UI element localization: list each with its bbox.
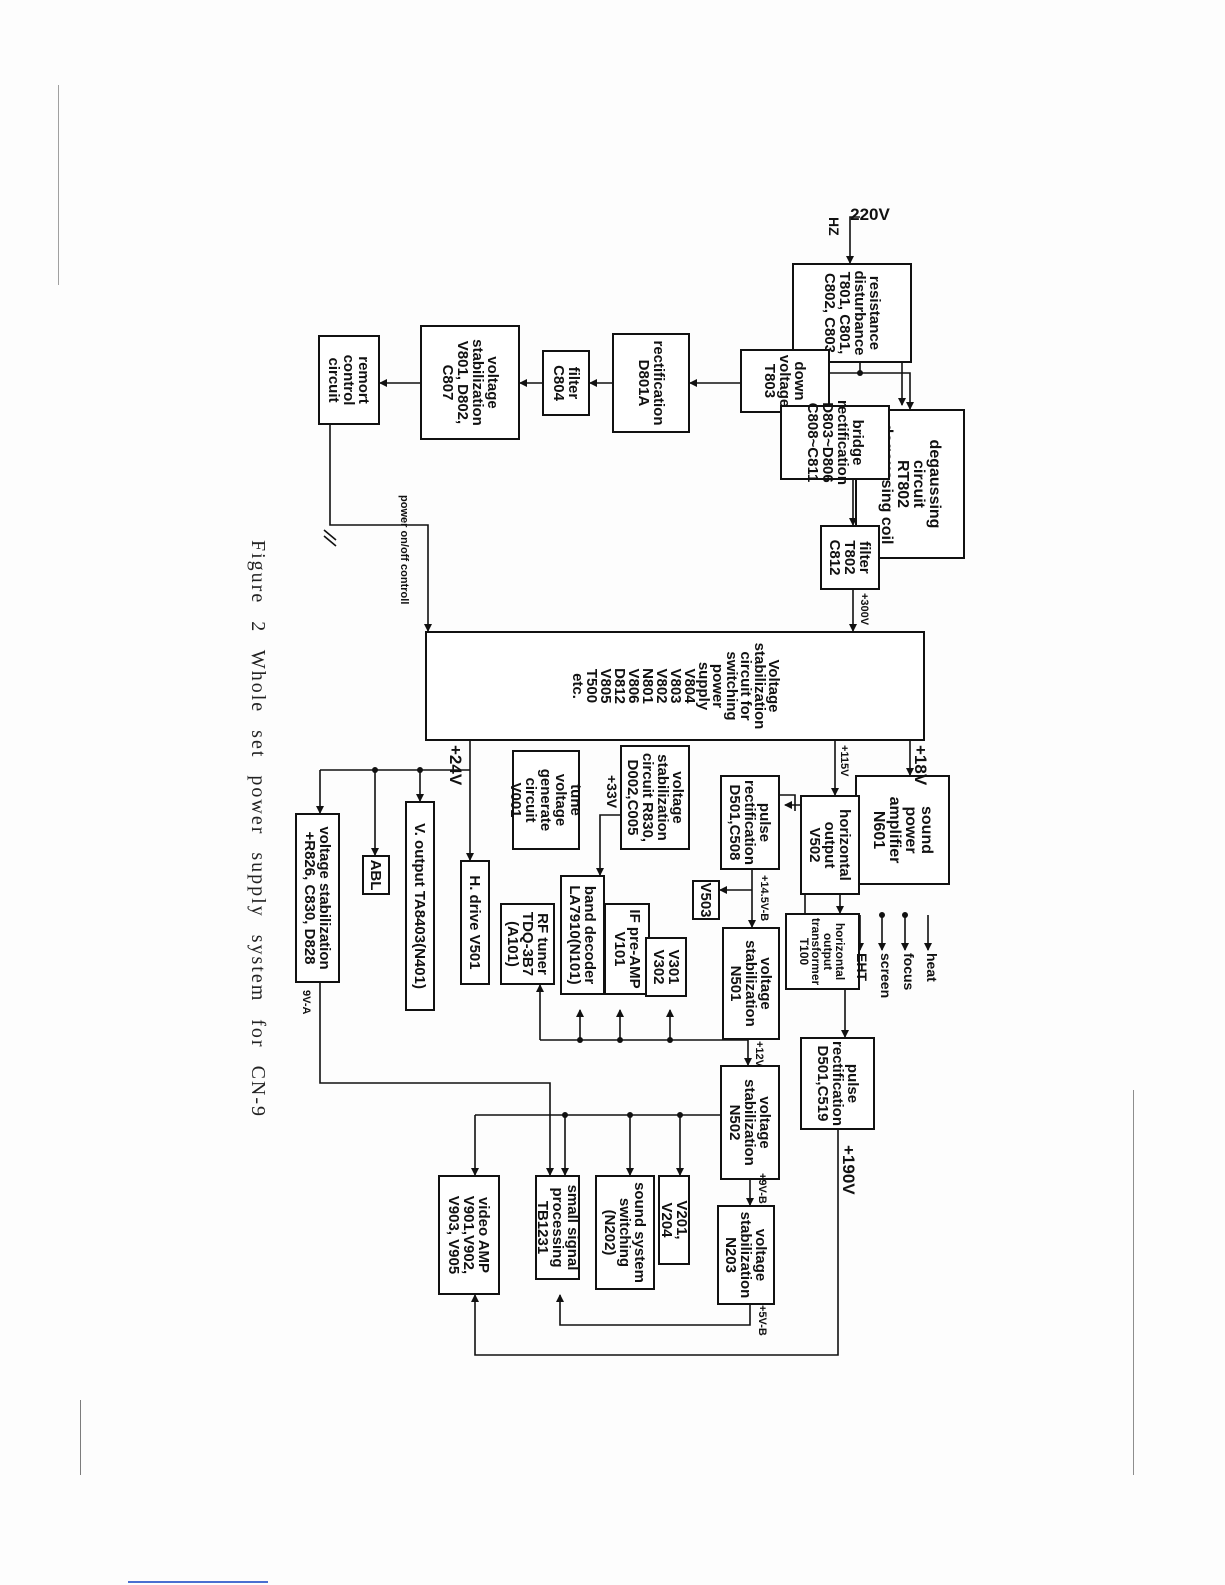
remote-control-block: remort control circuit [318, 335, 380, 425]
label-5v-b: +5V-B [756, 1305, 768, 1336]
mains-voltage-label: 220V [850, 204, 890, 224]
label-heat: heat [924, 953, 940, 982]
junction-dot [857, 370, 863, 376]
wire-slash-2 [323, 535, 337, 547]
v503-block: V503 [692, 880, 720, 920]
voltage-stabilization-r830-block: voltage stabilization circuit R830, D002… [620, 745, 690, 850]
v301-v302-block: V301 V302 [645, 937, 687, 997]
junction-dot [417, 767, 423, 773]
power-supply-block-diagram: 220V HZ resistance disturbance T801, C80… [120, 205, 1020, 1515]
v201-v204-block: V201, V204 [658, 1175, 690, 1265]
bridge-rectification-block: bridge rectification D803~D806 C808~C811 [780, 400, 890, 485]
sound-power-amplifier-block: sound power amplifier N601 [855, 775, 950, 885]
junction-dot [577, 1037, 583, 1043]
label-focus: focus [901, 953, 917, 991]
label-33v: +33V [604, 775, 620, 809]
label-12v: +12V [753, 1041, 765, 1067]
label-screen: screen [878, 953, 894, 999]
wire-mains-in [846, 216, 860, 264]
label-24v: +24V [446, 745, 465, 786]
rectification-d801a-block: rectification D801A [612, 333, 690, 433]
left-margin-line [58, 85, 59, 285]
wire-190v [471, 1130, 839, 1356]
junction-dot [677, 1112, 683, 1118]
label-14-5v-b: +14.5V-B [758, 875, 770, 922]
label-eht: EHT [854, 953, 870, 981]
label-18v: +18V [911, 745, 930, 786]
small-signal-processing-block: small signal processing TB1231 [534, 1175, 581, 1280]
tune-voltage-generate-block: tune voltage generate circuit V001 [508, 750, 585, 850]
v-output-block: V. output TA8403(N401) [405, 801, 435, 1011]
label-190v: +190V [839, 1145, 858, 1195]
voltage-stabilization-n203-block: voltage stabilization N203 [717, 1205, 775, 1305]
wire-to-bridge [860, 356, 906, 406]
wire-pulse-d501 [780, 794, 796, 811]
wire-to-degauss [860, 372, 914, 410]
label-115v: +115V [838, 745, 850, 777]
junction-dot [902, 912, 908, 918]
band-decoder-block: band decoder LA7910(N101) [560, 875, 605, 995]
horizontal-output-transformer-block: horizontal output transformer T100 [785, 913, 860, 990]
wire-slash-1 [323, 529, 337, 541]
voltage-stabilization-n501-block: voltage stabilization N501 [722, 927, 780, 1040]
junction-dot [617, 1037, 623, 1043]
junction-dot [627, 1112, 633, 1118]
wire-9va [319, 981, 554, 1176]
horizontal-output-block: horizontal output V502 [800, 795, 860, 895]
label-300v: +300V [858, 593, 870, 626]
h-drive-block: H. drive V501 [460, 860, 490, 985]
filter-c804-block: filter C804 [542, 350, 590, 416]
rf-tuner-block: RF tuner TDQ-3B7 (A101) [500, 903, 555, 985]
abl-block: ABL [362, 855, 390, 895]
junction-dot [372, 767, 378, 773]
connection-wires [316, 216, 932, 1356]
wire-remote-smps [329, 415, 432, 632]
label-9v-b: +9V-B [756, 1173, 768, 1204]
junction-dot [879, 912, 885, 918]
label-9v-a: 9V-A [300, 990, 312, 1015]
video-amp-block: video AMP V901,V902, V903, V905 [438, 1175, 500, 1295]
voltage-stabilization-v801-block: voltage stabilization V801, D802, C807 [420, 325, 520, 440]
resistance-disturbance-block: resistance disturbance T801, C801, C802,… [792, 263, 912, 363]
if-preamp-block: IF pre-AMP V101 [604, 903, 650, 995]
voltage-stabilization-r826-block: voltage stabilization +R826, C830, D828 [295, 813, 340, 983]
right-margin-line [1133, 1090, 1134, 1475]
wire-5vb [556, 1294, 751, 1326]
voltage-stabilization-n502-block: voltage stabilization N502 [720, 1065, 780, 1180]
footer-underline [128, 1581, 268, 1583]
junction-dot [667, 1037, 673, 1043]
sound-system-switching-block: sound system switching (N202) [595, 1175, 655, 1290]
left-margin-line-lower [80, 1400, 81, 1475]
junction-dot [562, 1112, 568, 1118]
switching-power-supply-block: Voltage stabilization circuit for switch… [425, 631, 925, 741]
filter-t802-block: filter T802 C812 [820, 525, 880, 590]
label-power-control: power on/off controll [398, 495, 410, 605]
pulse-rectification-d501-c519-block: pulse rectification D501,C519 [800, 1037, 875, 1130]
pulse-rectification-d501-c508-block: pulse rectification D501,C508 [720, 775, 780, 870]
mains-frequency-label: HZ [826, 217, 842, 236]
